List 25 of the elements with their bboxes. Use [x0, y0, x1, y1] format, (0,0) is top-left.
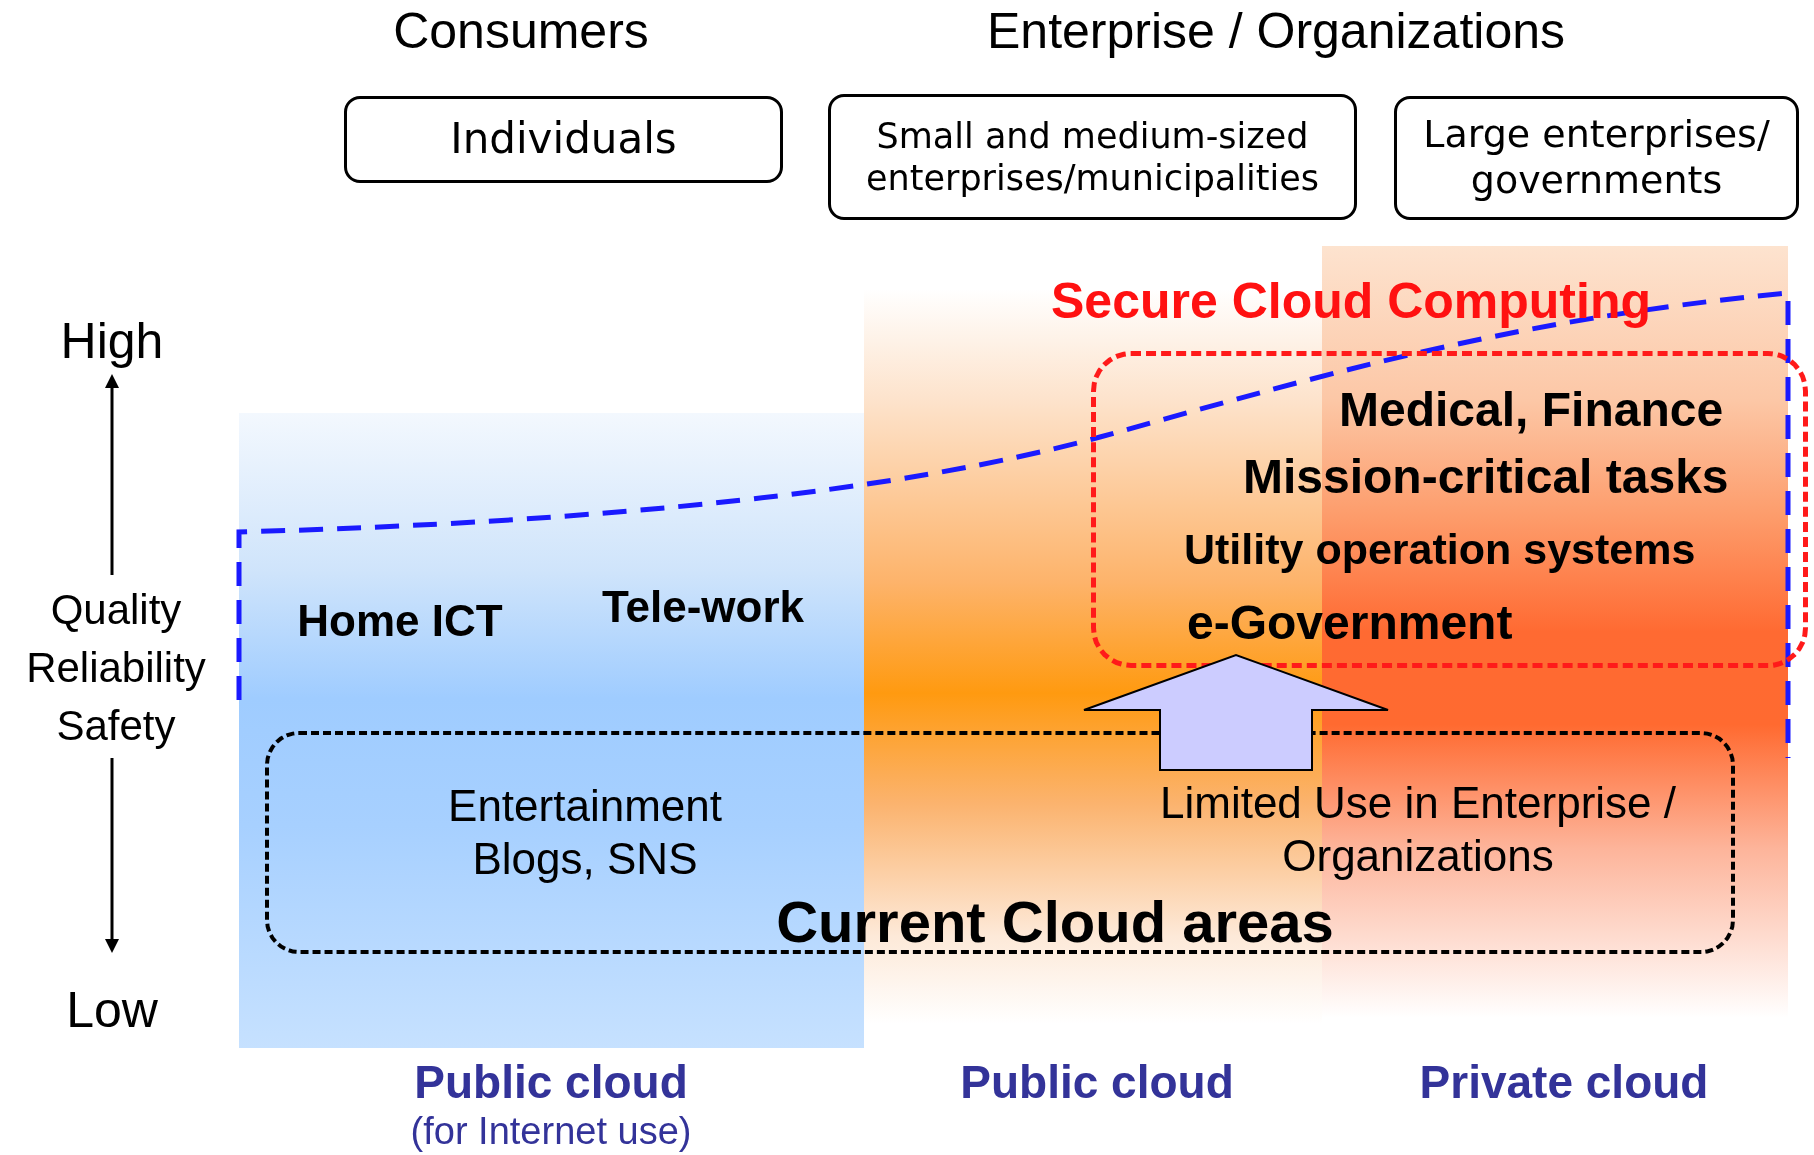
usage-text: Home ICT — [297, 596, 503, 646]
column-heading: Enterprise / Organizations — [986, 2, 1566, 60]
application-text: Mission-critical tasks — [1243, 449, 1729, 505]
usage-text: Limited Use in Enterprise / Organizations — [1159, 777, 1677, 882]
group-heading: Secure Cloud Computing — [1051, 272, 1651, 331]
application-text: Utility operation systems — [1184, 524, 1696, 575]
band-label: (for Internet use) — [410, 1109, 692, 1153]
application-text: e-Government — [1187, 595, 1513, 651]
block-arrow — [1083, 653, 1389, 771]
category-box: Individuals — [344, 96, 783, 183]
category-box: Large enterprises/ governments — [1394, 96, 1799, 220]
column-heading: Consumers — [393, 2, 649, 60]
group-heading: Current Cloud areas — [776, 888, 1334, 956]
axis-label: Quality — [50, 586, 182, 634]
axis-label: Safety — [56, 702, 176, 750]
band-label: Public cloud — [414, 1055, 688, 1109]
usage-text: Entertainment Blogs, SNS — [447, 780, 723, 885]
axis-label: Reliability — [26, 644, 206, 692]
band-label: Private cloud — [1419, 1055, 1709, 1109]
axis-label: Low — [66, 981, 158, 1039]
application-text: Medical, Finance — [1339, 382, 1724, 438]
usage-text: Tele-work — [601, 582, 805, 632]
axis-label: High — [60, 312, 164, 370]
band-label: Public cloud — [960, 1055, 1234, 1109]
category-box: Small and medium-sized enterprises/municipalities — [828, 94, 1357, 220]
